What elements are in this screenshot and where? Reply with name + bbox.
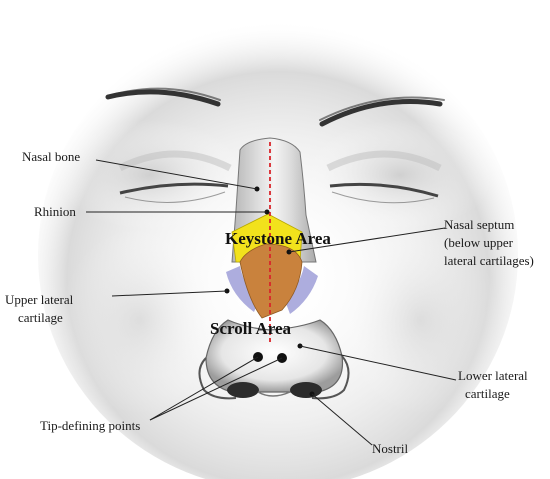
nasal-septum-label: Nasal septum (444, 217, 515, 232)
rhinion-label: Rhinion (34, 204, 76, 219)
nose-tip (198, 319, 350, 400)
upper-lateral-label-1: Upper lateral (5, 292, 74, 307)
eyebrows (105, 87, 445, 127)
upper-lateral-cartilage-region (239, 243, 303, 319)
leader-lines (86, 159, 457, 446)
nasal-bone-label: Nasal bone (22, 149, 81, 164)
keystone-area-label: Keystone Area (225, 229, 331, 248)
lower-lateral-label-1: Lower lateral (458, 368, 528, 383)
tip-defining-points-label: Tip-defining points (40, 418, 141, 433)
scroll-area-label: Scroll Area (210, 319, 292, 338)
nasal-septum-sub2: lateral cartilages) (444, 253, 534, 268)
nasal-septum-sub1: (below upper (444, 235, 513, 250)
closed-eyes (118, 150, 442, 204)
upper-lateral-label-2: cartilage (18, 310, 63, 325)
lower-lateral-label-2: cartilage (465, 386, 510, 401)
nostril-label: Nostril (372, 441, 409, 456)
